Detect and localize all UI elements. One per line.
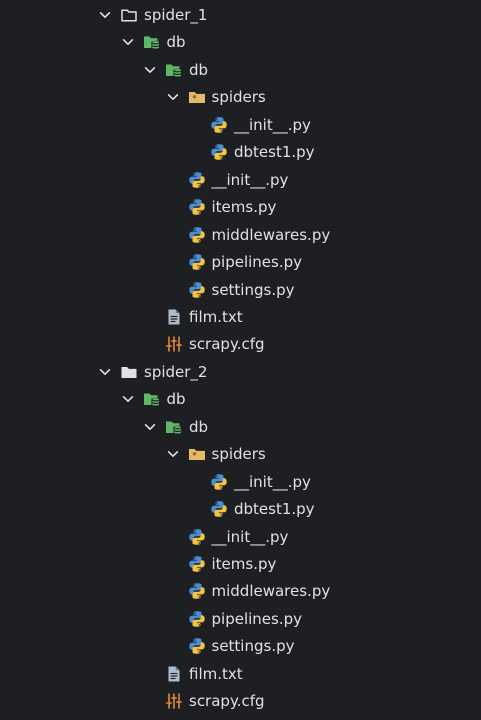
- tree-file-row[interactable]: dbtest1.py: [0, 496, 481, 523]
- tree-item-label: pipelines.py: [211, 609, 303, 628]
- tree-file-row[interactable]: __init__.py: [0, 167, 481, 194]
- tree-file-row[interactable]: film.txt: [0, 304, 481, 331]
- folder-icon: [120, 363, 138, 381]
- package-folder-icon: [188, 445, 206, 463]
- tree-file-row[interactable]: __init__.py: [0, 112, 481, 139]
- tree-item-label: db: [189, 60, 209, 79]
- database-folder-icon: [165, 418, 183, 436]
- chevron-down-icon[interactable]: [96, 6, 114, 24]
- tree-file-row[interactable]: film.txt: [0, 661, 481, 688]
- tree-item-label: scrapy.cfg: [189, 692, 265, 711]
- chevron-down-icon[interactable]: [141, 61, 159, 79]
- tree-file-row[interactable]: middlewares.py: [0, 222, 481, 249]
- python-file-icon: [210, 473, 228, 491]
- tree-item-label: __init__.py: [234, 472, 311, 491]
- tree-item-label: db: [189, 417, 209, 436]
- python-file-icon: [188, 528, 206, 546]
- config-file-icon: [165, 335, 183, 353]
- python-file-icon: [210, 143, 228, 161]
- tree-item-label: spiders: [211, 88, 266, 107]
- tree-item-label: db: [166, 33, 186, 52]
- tree-item-label: items.py: [211, 555, 277, 573]
- python-file-icon: [188, 582, 206, 600]
- tree-item-label: __init__.py: [211, 527, 289, 546]
- tree-folder-row[interactable]: spiders: [0, 441, 481, 468]
- tree-item-label: film.txt: [189, 664, 243, 683]
- tree-folder-row[interactable]: spider_1: [0, 2, 481, 29]
- tree-item-label: spider_2: [144, 362, 208, 381]
- python-file-icon: [188, 171, 206, 189]
- tree-folder-row[interactable]: spider_2: [0, 359, 481, 386]
- tree-folder-row[interactable]: db: [0, 386, 481, 413]
- tree-item-label: db: [166, 390, 186, 409]
- tree-item-label: scrapy.cfg: [189, 335, 265, 354]
- tree-item-label: film.txt: [189, 307, 243, 326]
- tree-file-row[interactable]: middlewares.py: [0, 578, 481, 605]
- package-folder-icon: [188, 88, 206, 106]
- text-file-icon: [165, 665, 183, 683]
- tree-file-row[interactable]: items.py: [0, 551, 481, 578]
- tree-file-row[interactable]: __init__.py: [0, 524, 481, 551]
- python-file-icon: [188, 226, 206, 244]
- tree-item-label: middlewares.py: [211, 582, 331, 601]
- chevron-down-icon[interactable]: [119, 33, 137, 51]
- chevron-down-icon[interactable]: [164, 88, 182, 106]
- text-file-icon: [165, 308, 183, 326]
- tree-item-label: settings.py: [211, 637, 295, 656]
- tree-folder-row[interactable]: db: [0, 57, 481, 84]
- folder-icon: [120, 6, 138, 24]
- tree-item-label: spiders: [211, 445, 266, 464]
- database-folder-icon: [143, 390, 161, 408]
- tree-file-row[interactable]: items.py: [0, 194, 481, 221]
- tree-item-label: middlewares.py: [211, 225, 331, 244]
- tree-item-label: __init__.py: [234, 115, 311, 134]
- tree-folder-row[interactable]: db: [0, 29, 481, 56]
- python-file-icon: [188, 555, 206, 573]
- chevron-down-icon[interactable]: [119, 390, 137, 408]
- tree-file-row[interactable]: scrapy.cfg: [0, 688, 481, 715]
- config-file-icon: [165, 692, 183, 710]
- database-folder-icon: [143, 33, 161, 51]
- python-file-icon: [210, 500, 228, 518]
- tree-file-row[interactable]: pipelines.py: [0, 606, 481, 633]
- python-file-icon: [188, 198, 206, 216]
- database-folder-icon: [165, 61, 183, 79]
- tree-item-label: settings.py: [211, 280, 295, 299]
- tree-file-row[interactable]: pipelines.py: [0, 249, 481, 276]
- tree-item-label: dbtest1.py: [234, 500, 315, 519]
- tree-folder-row[interactable]: db: [0, 414, 481, 441]
- tree-item-label: __init__.py: [211, 170, 289, 189]
- tree-file-row[interactable]: settings.py: [0, 633, 481, 660]
- tree-file-row[interactable]: scrapy.cfg: [0, 331, 481, 358]
- tree-file-row[interactable]: __init__.py: [0, 469, 481, 496]
- tree-item-label: spider_1: [144, 6, 208, 24]
- python-file-icon: [188, 610, 206, 628]
- python-file-icon: [188, 281, 206, 299]
- tree-file-row[interactable]: dbtest1.py: [0, 139, 481, 166]
- python-file-icon: [188, 637, 206, 655]
- tree-file-row[interactable]: settings.py: [0, 277, 481, 304]
- python-file-icon: [188, 253, 206, 271]
- python-file-icon: [210, 116, 228, 134]
- tree-item-label: dbtest1.py: [234, 143, 315, 162]
- tree-item-label: pipelines.py: [211, 253, 303, 272]
- chevron-down-icon[interactable]: [96, 363, 114, 381]
- chevron-down-icon[interactable]: [164, 445, 182, 463]
- chevron-down-icon[interactable]: [141, 418, 159, 436]
- tree-folder-row[interactable]: spiders: [0, 84, 481, 111]
- tree-item-label: items.py: [211, 198, 277, 217]
